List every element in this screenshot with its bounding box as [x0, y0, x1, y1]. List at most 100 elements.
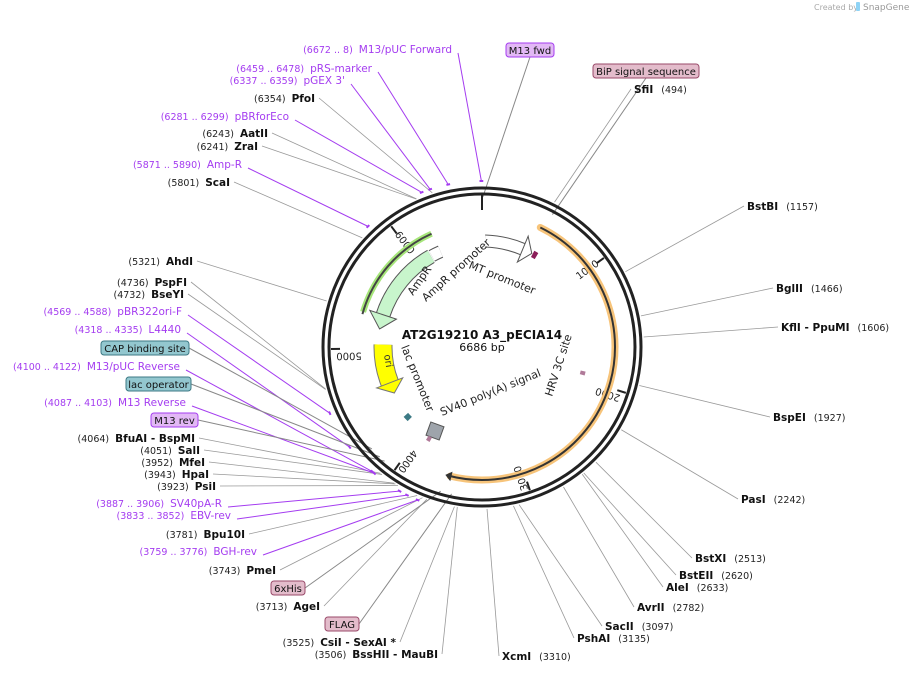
enzyme-site-label[interactable]: (4064)BfuAI - BspMI	[78, 433, 195, 445]
enzyme-site-label[interactable]: (3943)HpaI	[144, 469, 209, 481]
enzyme-site-label[interactable]: (3952)MfeI	[141, 457, 205, 469]
sv40-polya-label[interactable]: SV40 poly(A) signal	[438, 366, 542, 418]
leader-line	[294, 119, 422, 193]
enzyme-site-label[interactable]: BglII(1466)	[776, 283, 843, 295]
enzyme-site-label[interactable]: AvrII(2782)	[637, 602, 704, 614]
primer-label[interactable]: (3887 .. 3906)SV40pA-R	[96, 498, 222, 510]
ampr-orf-arc[interactable]	[361, 232, 432, 315]
lac-promoter-label[interactable]: lac promoter	[398, 343, 437, 414]
enzyme-site-label[interactable]: (3923)PsiI	[157, 481, 216, 493]
enzyme-name: AleI	[666, 582, 689, 594]
enzyme-site-label[interactable]: SacII(3097)	[605, 621, 673, 633]
primer-binding-mark	[419, 190, 424, 194]
primer-binding-mark	[446, 183, 451, 186]
enzyme-name: AatII	[240, 128, 268, 140]
feature-box[interactable]: M13 rev	[150, 412, 199, 428]
enzyme-name: SfiI	[634, 84, 653, 96]
enzyme-site-label[interactable]: SfiI(494)	[634, 84, 687, 96]
primer-binding-mark	[415, 498, 420, 502]
insert-arc[interactable]	[447, 226, 616, 481]
enzyme-site-label[interactable]: (3781)Bpu10I	[166, 529, 245, 541]
feature-box[interactable]: lac operator	[125, 376, 192, 392]
hrv3c-label[interactable]: HRV 3C site	[542, 332, 574, 397]
leader-line	[323, 499, 428, 607]
enzyme-site-label[interactable]: BstXI(2513)	[695, 553, 766, 565]
primer-range: (3759 .. 3776)	[140, 547, 208, 558]
enzyme-name: AgeI	[293, 601, 320, 613]
enzyme-site-label[interactable]: (4732)BseYI	[114, 289, 184, 301]
primer-label[interactable]: (3833 .. 3852)EBV-rev	[117, 510, 232, 522]
primer-label[interactable]: (4087 .. 4103)M13 Reverse	[44, 397, 186, 409]
sv40-polya-block[interactable]	[425, 421, 445, 441]
enzyme-name: PasI	[741, 494, 766, 506]
enzyme-position: (3525)	[283, 638, 315, 649]
enzyme-position: (1927)	[814, 413, 846, 424]
enzyme-name: PmeI	[246, 565, 276, 577]
tick-label: 5000	[336, 350, 362, 361]
leader-line	[457, 52, 482, 182]
feature-box[interactable]: M13 fwd	[505, 42, 555, 58]
primer-label[interactable]: (6459 .. 6478)pRS-marker	[236, 63, 372, 75]
enzyme-position: (3743)	[209, 566, 241, 577]
sv40pa-block[interactable]	[426, 435, 432, 442]
feature-box[interactable]: 6xHis	[270, 580, 306, 596]
enzyme-site-label[interactable]: PshAI(3135)	[577, 633, 650, 645]
enzyme-site-label[interactable]: BstBI(1157)	[747, 201, 818, 213]
hrv3c-block[interactable]	[579, 370, 586, 376]
primer-label[interactable]: (6281 .. 6299)pBRforEco	[161, 111, 289, 123]
enzyme-site-label[interactable]: (3743) PmeI	[209, 565, 276, 577]
enzyme-site-label[interactable]: BspEI(1927)	[773, 412, 845, 424]
enzyme-site-label[interactable]: (4051)SalI	[140, 445, 200, 457]
feature-box[interactable]: CAP binding site	[100, 340, 190, 356]
enzyme-site-label[interactable]: (5321)AhdI	[128, 256, 193, 268]
feature-box[interactable]: FLAG	[324, 616, 360, 632]
ampr-arrowhead	[368, 309, 398, 330]
leader-line	[247, 167, 369, 227]
leader-line	[486, 508, 500, 657]
enzyme-site-label[interactable]: (3506)BssHII - MauBI	[315, 649, 438, 661]
enzyme-site-label[interactable]: XcmI(3310)	[502, 651, 571, 663]
feature-box-label: CAP binding site	[104, 344, 186, 355]
labels: SfiI(494) BstBI(1157) BglII(1466) KflI - Pp…	[13, 42, 889, 663]
enzyme-name: Bpu10I	[203, 529, 245, 541]
enzyme-site-label[interactable]: PasI(2242)	[741, 494, 805, 506]
enzyme-position: (3943)	[144, 470, 176, 481]
bip-signal-block[interactable]	[530, 250, 539, 260]
plasmid-title: AT2G19210 A3_pECIA14 6686 bp	[402, 328, 562, 354]
primer-label[interactable]: (4100 .. 4122)M13/pUC Reverse	[13, 361, 180, 373]
primer-label[interactable]: (3759 .. 3776)BGH-rev	[140, 546, 257, 558]
ori-arrow[interactable]	[374, 344, 398, 386]
enzyme-site-label[interactable]: (3713)AgeI	[256, 601, 320, 613]
ampr-arrow[interactable]	[376, 250, 435, 317]
enzyme-name: PshAI	[577, 633, 610, 645]
primer-range: (4100 .. 4122)	[13, 362, 81, 373]
feature-box-label: lac operator	[128, 380, 189, 391]
primer-label[interactable]: (4318 .. 4335)L4440	[75, 324, 181, 336]
enzyme-site-label[interactable]: (6243)AatII	[202, 128, 268, 140]
primer-label[interactable]: (4569 .. 4588)pBR322ori-F	[43, 306, 182, 318]
primer-label[interactable]: (6672 .. 8)M13/pUC Forward	[303, 44, 452, 56]
ori-label[interactable]: ori	[381, 354, 394, 369]
primer-range: (3887 .. 3906)	[96, 499, 164, 510]
mt-promoter-label[interactable]: MT promoter	[467, 259, 538, 298]
enzyme-site-label[interactable]: (4736)PspFI	[117, 277, 187, 289]
enzyme-site-label[interactable]: KflI - PpuMI(1606)	[781, 322, 889, 334]
enzyme-site-label[interactable]: (5801)ScaI	[168, 177, 230, 189]
tick-mark	[390, 225, 398, 235]
enzyme-site-label[interactable]: (6354)PfoI	[254, 93, 315, 105]
primer-label[interactable]: (6337 .. 6359)pGEX 3'	[230, 75, 345, 87]
lac-operator-block[interactable]	[403, 412, 412, 422]
primer-label[interactable]: (5871 .. 5890)Amp-R	[133, 159, 242, 171]
enzyme-site-label[interactable]: (3525)CsiI - SexAI *	[283, 637, 397, 649]
enzyme-site-label[interactable]: AleI(2633)	[666, 582, 728, 594]
leader-line	[197, 419, 385, 462]
feature-box-label: M13 fwd	[509, 46, 551, 57]
enzyme-name: ZraI	[234, 141, 258, 153]
leader-line	[190, 383, 381, 458]
enzyme-site-label[interactable]: (6241)ZraI	[197, 141, 258, 153]
enzyme-site-label[interactable]: BstEII(2620)	[679, 570, 753, 582]
feature-box-label: BiP signal sequence	[596, 67, 696, 78]
feature-box[interactable]: BiP signal sequence	[592, 63, 700, 79]
ampr-promoter-arrow[interactable]	[429, 246, 443, 261]
mt-promoter-arrow[interactable]	[484, 235, 525, 255]
